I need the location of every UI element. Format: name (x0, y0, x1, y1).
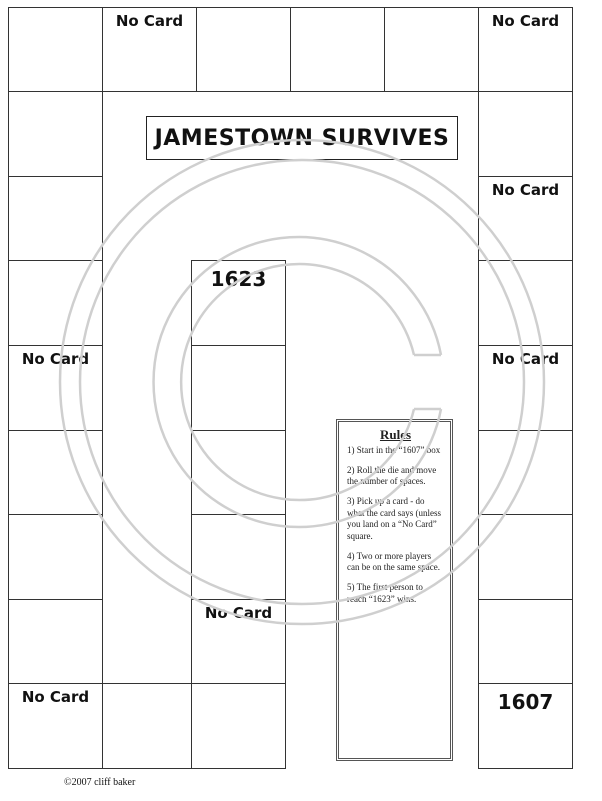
rule-item: 4) Two or more players can be on the sam… (347, 550, 440, 573)
board-square-left-6 (8, 430, 103, 515)
board-square-bottom-3 (191, 683, 286, 769)
board-square-left-7 (8, 514, 103, 600)
board-square-center-5: No Card (191, 599, 286, 684)
board-square-top-5 (384, 7, 479, 92)
board-square-center-1: 1623 (191, 260, 286, 346)
board-square-center-4 (191, 514, 286, 600)
board-square-right-7 (478, 514, 573, 600)
board-square-top-2: No Card (102, 7, 197, 92)
rules-panel: Rules 1) Start in the “1607” box 2) Roll… (336, 419, 453, 761)
square-label: No Card (491, 181, 560, 199)
rules-title: Rules (379, 427, 412, 442)
square-label: 1607 (497, 690, 554, 714)
board-square-left-4 (8, 260, 103, 346)
board-square-left-2 (8, 91, 103, 177)
board-square-right-3: No Card (478, 176, 573, 261)
board-square-right-5: No Card (478, 345, 573, 431)
board-square-top-1 (8, 7, 103, 92)
board-square-right-8 (478, 599, 573, 684)
square-label: No Card (21, 688, 90, 706)
rule-item: 1) Start in the “1607” box (347, 444, 441, 455)
rule-item: 5) The first person to reach “1623” wins… (347, 582, 423, 604)
board-square-bottom-right: 1607 (478, 683, 573, 769)
game-title-banner: JAMESTOWN SURVIVES (146, 116, 458, 160)
square-label: No Card (491, 350, 560, 368)
copyright-footer: ©2007 cliff baker (64, 777, 136, 788)
board-square-center-3 (191, 430, 286, 515)
square-label: No Card (204, 604, 273, 622)
rule-item: 2) Roll the die and move the number of s… (347, 464, 437, 487)
board-square-bottom-2 (102, 683, 192, 769)
square-label: No Card (115, 12, 184, 30)
board-square-top-6: No Card (478, 7, 573, 92)
square-label: No Card (21, 350, 90, 368)
board-square-left-3 (8, 176, 103, 261)
board-square-top-4 (290, 7, 385, 92)
rule-item: 3) Pick up a card - do what the card say… (347, 495, 441, 542)
game-title: JAMESTOWN SURVIVES (154, 125, 450, 151)
board-square-right-4 (478, 260, 573, 346)
square-label: 1623 (210, 267, 267, 291)
board-square-center-2 (191, 345, 286, 431)
board-square-right-6 (478, 430, 573, 515)
board-square-top-3 (196, 7, 291, 92)
board-square-left-5: No Card (8, 345, 103, 431)
board-square-bottom-left: No Card (8, 683, 103, 769)
square-label: No Card (491, 12, 560, 30)
board-square-left-8 (8, 599, 103, 684)
board-square-right-2 (478, 91, 573, 177)
